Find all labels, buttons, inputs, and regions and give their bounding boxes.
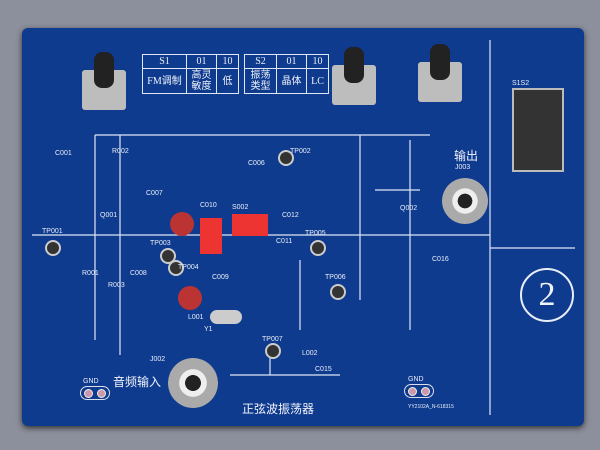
label-tp003: TP003 bbox=[150, 240, 171, 247]
gnd-terminal-right[interactable] bbox=[404, 384, 434, 398]
s2-function: 振荡类型 bbox=[244, 68, 277, 94]
label-tp006: TP006 bbox=[325, 274, 346, 281]
label-tp002: TP002 bbox=[290, 148, 311, 155]
test-point-tp004[interactable] bbox=[168, 260, 184, 276]
crystal-y1 bbox=[210, 310, 242, 324]
label-tp007: TP007 bbox=[262, 336, 283, 343]
s1-header: S1 bbox=[142, 54, 187, 69]
gnd-terminal-left[interactable] bbox=[80, 386, 110, 400]
label-l001: L001 bbox=[188, 314, 204, 321]
gnd-label-right: GND bbox=[408, 376, 424, 383]
board-part-number: YY2102A_N-618315 bbox=[408, 404, 454, 410]
label-s1s2: S1S2 bbox=[512, 80, 530, 87]
dip-switch-s002[interactable] bbox=[232, 214, 268, 236]
label-j003: J003 bbox=[455, 164, 471, 171]
label-tp004: TP004 bbox=[178, 264, 199, 271]
audio-input-jack[interactable] bbox=[168, 358, 218, 408]
s1-function: FM调制 bbox=[142, 68, 187, 94]
test-point-tp006[interactable] bbox=[330, 284, 346, 300]
test-point-tp001[interactable] bbox=[45, 240, 61, 256]
dip-switch-s1[interactable] bbox=[200, 218, 222, 254]
gnd-label-left: GND bbox=[83, 378, 99, 385]
label-c016: C016 bbox=[432, 256, 449, 263]
s2-header: S2 bbox=[244, 54, 277, 69]
label-q001: Q001 bbox=[100, 212, 118, 219]
label-tp001: TP001 bbox=[42, 228, 63, 235]
label-r003: R003 bbox=[108, 282, 125, 289]
label-l002: L002 bbox=[302, 350, 318, 357]
s2-10: 10 bbox=[306, 54, 329, 69]
output-label: 输出 bbox=[454, 149, 479, 163]
inductor-l001-b bbox=[178, 286, 202, 310]
label-s002: S002 bbox=[232, 204, 249, 211]
label-c015: C015 bbox=[315, 366, 332, 373]
s2-lc: LC bbox=[306, 68, 329, 94]
s2-01: 01 bbox=[276, 54, 307, 69]
s2-crystal: 晶体 bbox=[276, 68, 307, 94]
label-c010: C010 bbox=[200, 202, 217, 209]
label-c011: C011 bbox=[276, 238, 293, 245]
module-number: 2 bbox=[520, 268, 574, 322]
test-point-tp002[interactable] bbox=[278, 150, 294, 166]
label-j002: J002 bbox=[150, 356, 166, 363]
label-r002: R002 bbox=[112, 148, 129, 155]
board-title: 正弦波振荡器 bbox=[242, 402, 315, 416]
slide-switch-s1s2[interactable] bbox=[512, 88, 564, 172]
label-r001: R001 bbox=[82, 270, 99, 277]
label-c009: C009 bbox=[212, 274, 229, 281]
s1-high: 高灵敏度 bbox=[186, 68, 217, 94]
label-c012: C012 bbox=[282, 212, 299, 219]
audio-input-label: 音频输入 bbox=[113, 375, 162, 389]
label-c007: C007 bbox=[146, 190, 163, 197]
potentiometer-3[interactable] bbox=[418, 44, 462, 102]
inductor-l001-a bbox=[170, 212, 194, 236]
test-point-tp005[interactable] bbox=[310, 240, 326, 256]
output-jack[interactable] bbox=[442, 178, 488, 224]
potentiometer-2[interactable] bbox=[332, 47, 376, 105]
s1-low: 低 bbox=[216, 68, 239, 94]
label-y1: Y1 bbox=[204, 326, 213, 333]
label-c006: C006 bbox=[248, 160, 265, 167]
label-q002: Q002 bbox=[400, 205, 418, 212]
label-tp005: TP005 bbox=[305, 230, 326, 237]
s1-01: 01 bbox=[186, 54, 217, 69]
label-c001: C001 bbox=[55, 150, 72, 157]
label-c008: C008 bbox=[130, 270, 147, 277]
potentiometer-1[interactable] bbox=[82, 52, 126, 110]
s1-10: 10 bbox=[216, 54, 239, 69]
test-point-tp007[interactable] bbox=[265, 343, 281, 359]
